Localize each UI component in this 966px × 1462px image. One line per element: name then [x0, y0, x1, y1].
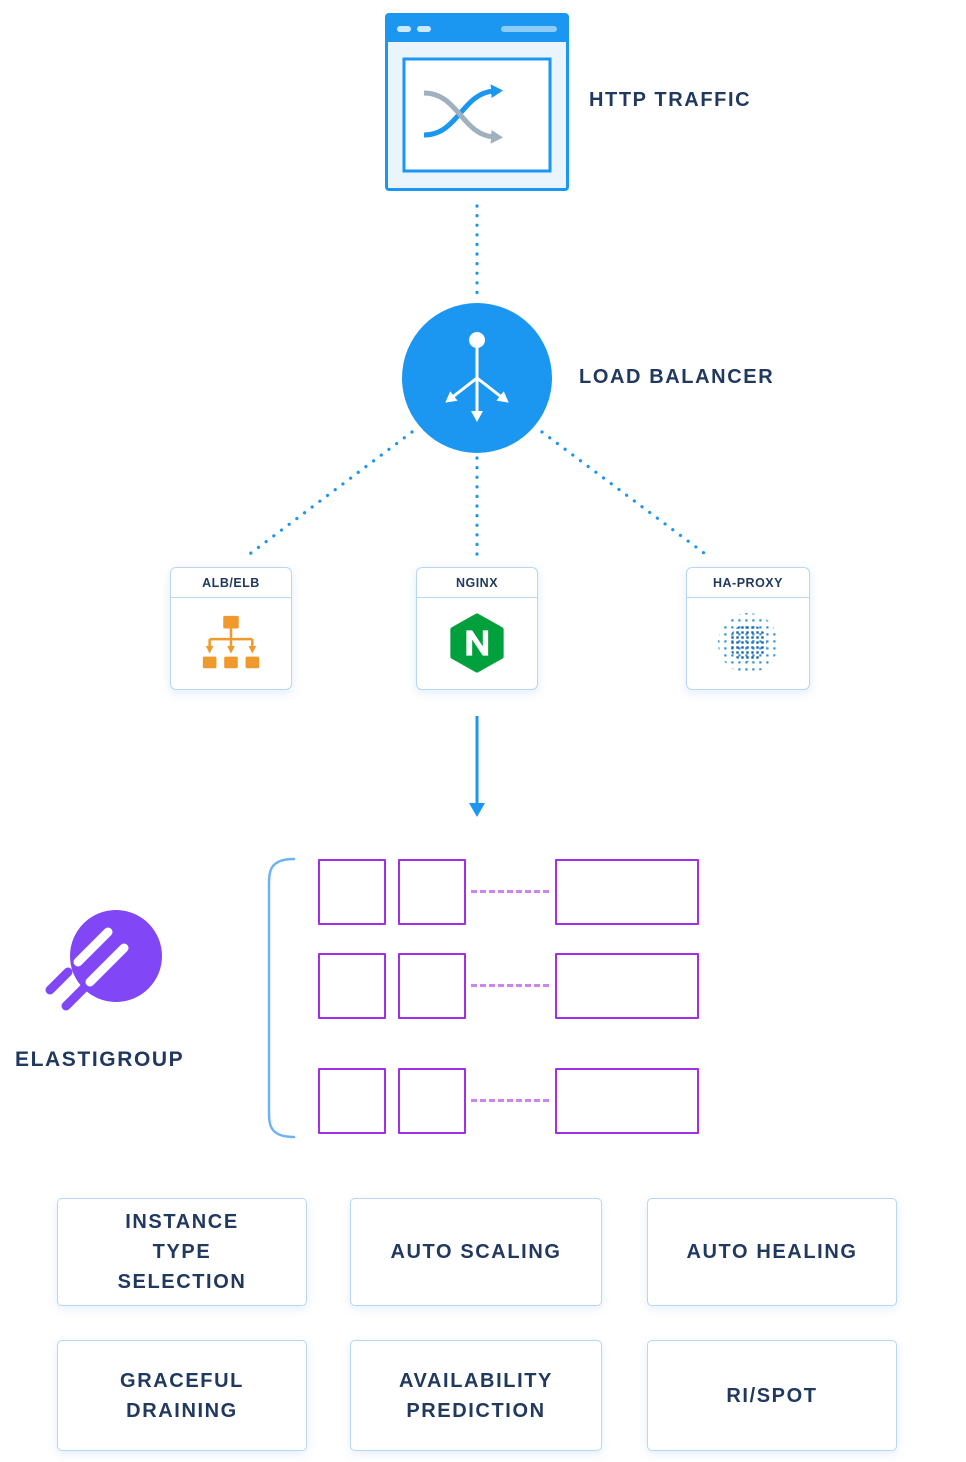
traffic-arrows-icon [402, 57, 552, 173]
feature-availability-prediction: AVAILABILITY PREDICTION [350, 1340, 602, 1451]
feature-ri-spot: RI/SPOT [647, 1340, 897, 1451]
feature-label: INSTANCE TYPE SELECTION [117, 1211, 247, 1293]
feature-label: AVAILABILITY PREDICTION [398, 1369, 553, 1422]
browser-traffic-icon [385, 13, 569, 191]
window-control-dash [397, 26, 411, 32]
instance-node-wide [555, 953, 699, 1019]
instance-node-wide [555, 1068, 699, 1134]
cluster-row [318, 1068, 700, 1134]
haproxy-icon [718, 613, 778, 673]
instance-node [318, 953, 386, 1019]
browser-header [388, 16, 566, 42]
nginx-label: NGINX [417, 568, 537, 598]
load-balancer-icon [402, 303, 552, 453]
elastigroup-label: ELASTIGROUP [15, 1048, 185, 1071]
cluster-brace [267, 857, 296, 1139]
window-control-dash [417, 26, 431, 32]
feature-instance-type-selection: INSTANCE TYPE SELECTION [57, 1198, 307, 1306]
feature-label: AUTO HEALING [686, 1241, 858, 1263]
feature-label: GRACEFUL DRAINING [120, 1369, 244, 1422]
cluster-row [318, 859, 700, 925]
cluster-dash-link [471, 1099, 549, 1102]
nginx-icon [450, 613, 504, 673]
browser-content [388, 42, 566, 188]
haproxy-label: HA-PROXY [687, 568, 809, 598]
instance-node [398, 859, 466, 925]
cluster-dash-link [471, 984, 549, 987]
feature-label: AUTO SCALING [390, 1241, 562, 1263]
branch-arrows-icon [445, 332, 509, 422]
instance-node [398, 953, 466, 1019]
cluster-dash-link [471, 890, 549, 893]
feature-graceful-draining: GRACEFUL DRAINING [57, 1340, 307, 1451]
http-traffic-label: HTTP TRAFFIC [589, 89, 752, 111]
proxy-box-alb-elb: ALB/ELB [170, 567, 292, 690]
instance-node [398, 1068, 466, 1134]
load-balancer-label: LOAD BALANCER [579, 366, 775, 388]
elastigroup-logo [45, 910, 162, 1011]
instance-node [318, 859, 386, 925]
alb-elb-label: ALB/ELB [171, 568, 291, 598]
proxy-box-nginx: NGINX [416, 567, 538, 690]
address-bar [501, 26, 557, 32]
feature-label: RI/SPOT [726, 1384, 818, 1407]
instance-node [318, 1068, 386, 1134]
proxy-box-haproxy: HA-PROXY [686, 567, 810, 690]
instance-node-wide [555, 859, 699, 925]
connector-lb-to-haproxy [540, 430, 710, 558]
feature-auto-scaling: AUTO SCALING [350, 1198, 602, 1306]
connector-lb-to-alb [245, 430, 414, 558]
feature-auto-healing: AUTO HEALING [647, 1198, 897, 1306]
cluster-row [318, 953, 700, 1019]
elastigroup-cluster [318, 859, 700, 1137]
alb-elb-icon [202, 615, 260, 669]
